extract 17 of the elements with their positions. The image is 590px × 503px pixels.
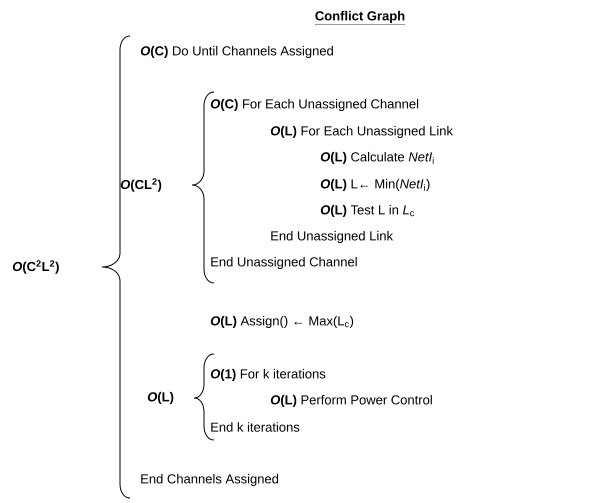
pseudocode-line: O(C) Do Until Channels Assigned	[140, 46, 333, 58]
pseudocode-line: O(L) Perform Power Control	[270, 394, 432, 408]
pseudocode-line: End Unassigned Link	[271, 230, 394, 244]
pseudocode-line: O(L) Test L in L$_{c}$	[320, 204, 414, 218]
title: Conflict Graph	[314, 10, 406, 25]
pseudocode-line: O(1) For k iterations	[210, 368, 326, 382]
pseudocode-line: End Channels Assigned	[141, 474, 278, 486]
pseudocode-line: O(L) For Each Unassigned Link	[270, 126, 453, 138]
pseudocode-line: O(C) For Each Unassigned Channel	[210, 98, 418, 112]
pseudocode-line: End Unassigned Channel	[211, 256, 357, 270]
pseudocode-line: O(L) L← Min(NetI$_{i}$)	[320, 178, 430, 192]
pseudocode-line: O(L) Calculate NetI$_{i}$	[320, 152, 434, 164]
pseudocode-line: O(L) Assign() ← Max(L$_{c}$)	[210, 316, 354, 328]
pseudocode-line: O(C$^{2}$L$^{2}$)	[12, 260, 59, 274]
pseudocode-line: O(L)	[148, 392, 174, 404]
pseudocode-line: End k iterations	[211, 422, 300, 432]
pseudocode-line: O(CL$^{2}$)	[120, 178, 162, 192]
